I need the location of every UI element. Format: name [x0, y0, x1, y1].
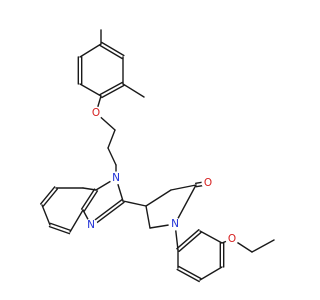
- label-o-ethoxy: O: [228, 233, 236, 245]
- bond-b6-b7-b: [39, 186, 56, 205]
- bond-p4-p3: [145, 189, 172, 207]
- bond-c2-c3: [107, 147, 117, 166]
- molecule-canvas: O N N N O O: [39, 29, 275, 283]
- label-o-carbonyl: O: [204, 177, 212, 189]
- bond-a3-a4-b: [101, 84, 125, 99]
- bond-p2-pn: [174, 184, 197, 225]
- atom-n3-benzimidazole: N: [84, 218, 98, 232]
- bond-c2i-p4: [122, 200, 147, 207]
- bond-b4-b5-b: [48, 225, 71, 235]
- bond-a4-a5: [79, 83, 102, 97]
- bond-layer: [39, 29, 275, 283]
- atom-o-ether-chain: O: [89, 106, 103, 120]
- bond-b4-b5-a: [49, 222, 72, 232]
- bond-e1-e2: [251, 239, 275, 253]
- bond-a6-a1: [79, 43, 102, 58]
- bond-r1-r2-b: [176, 229, 200, 250]
- label-n-lactam: N: [171, 218, 179, 230]
- bond-c3a-c7a-a: [83, 190, 99, 212]
- bond-c2i-n3-a: [89, 198, 123, 225]
- structure-diagram: O N N N O O: [39, 29, 275, 283]
- bond-r2-r3: [199, 230, 223, 244]
- label-n1-benzimidazole: N: [112, 172, 120, 184]
- bond-r4-r5: [199, 266, 223, 281]
- bond-b5-b6: [41, 204, 51, 226]
- bond-b6-b7-a: [42, 188, 59, 207]
- bond-p3-p2: [170, 184, 197, 191]
- bond-r1-r2-a: [178, 231, 202, 252]
- atom-layer: O N N N O O: [84, 106, 239, 246]
- atom-n1-benzimidazole: N: [109, 171, 123, 185]
- bond-c2i-n3-b: [91, 201, 125, 228]
- bond-c1-c2: [107, 129, 116, 149]
- atom-o-ethoxy: O: [225, 232, 239, 246]
- bond-c3a-b4: [69, 209, 84, 233]
- bond-r5-r6-b: [176, 268, 200, 283]
- bond-a3-me2: [122, 83, 145, 98]
- atom-o-carbonyl: O: [201, 176, 215, 190]
- bond-r5-r6-a: [178, 265, 202, 280]
- label-o-ether-chain: O: [92, 107, 100, 119]
- bond-c3a-c7a-b: [80, 188, 96, 210]
- bond-p5-p4: [145, 205, 151, 229]
- bond-a1-a2-b: [101, 41, 125, 57]
- atom-n-lactam: N: [168, 217, 182, 231]
- bond-a1-a2-a: [99, 44, 123, 60]
- bond-b8-c7a: [82, 187, 97, 191]
- bond-a3-a4-a: [99, 81, 123, 96]
- label-n3-benzimidazole: N: [87, 219, 95, 231]
